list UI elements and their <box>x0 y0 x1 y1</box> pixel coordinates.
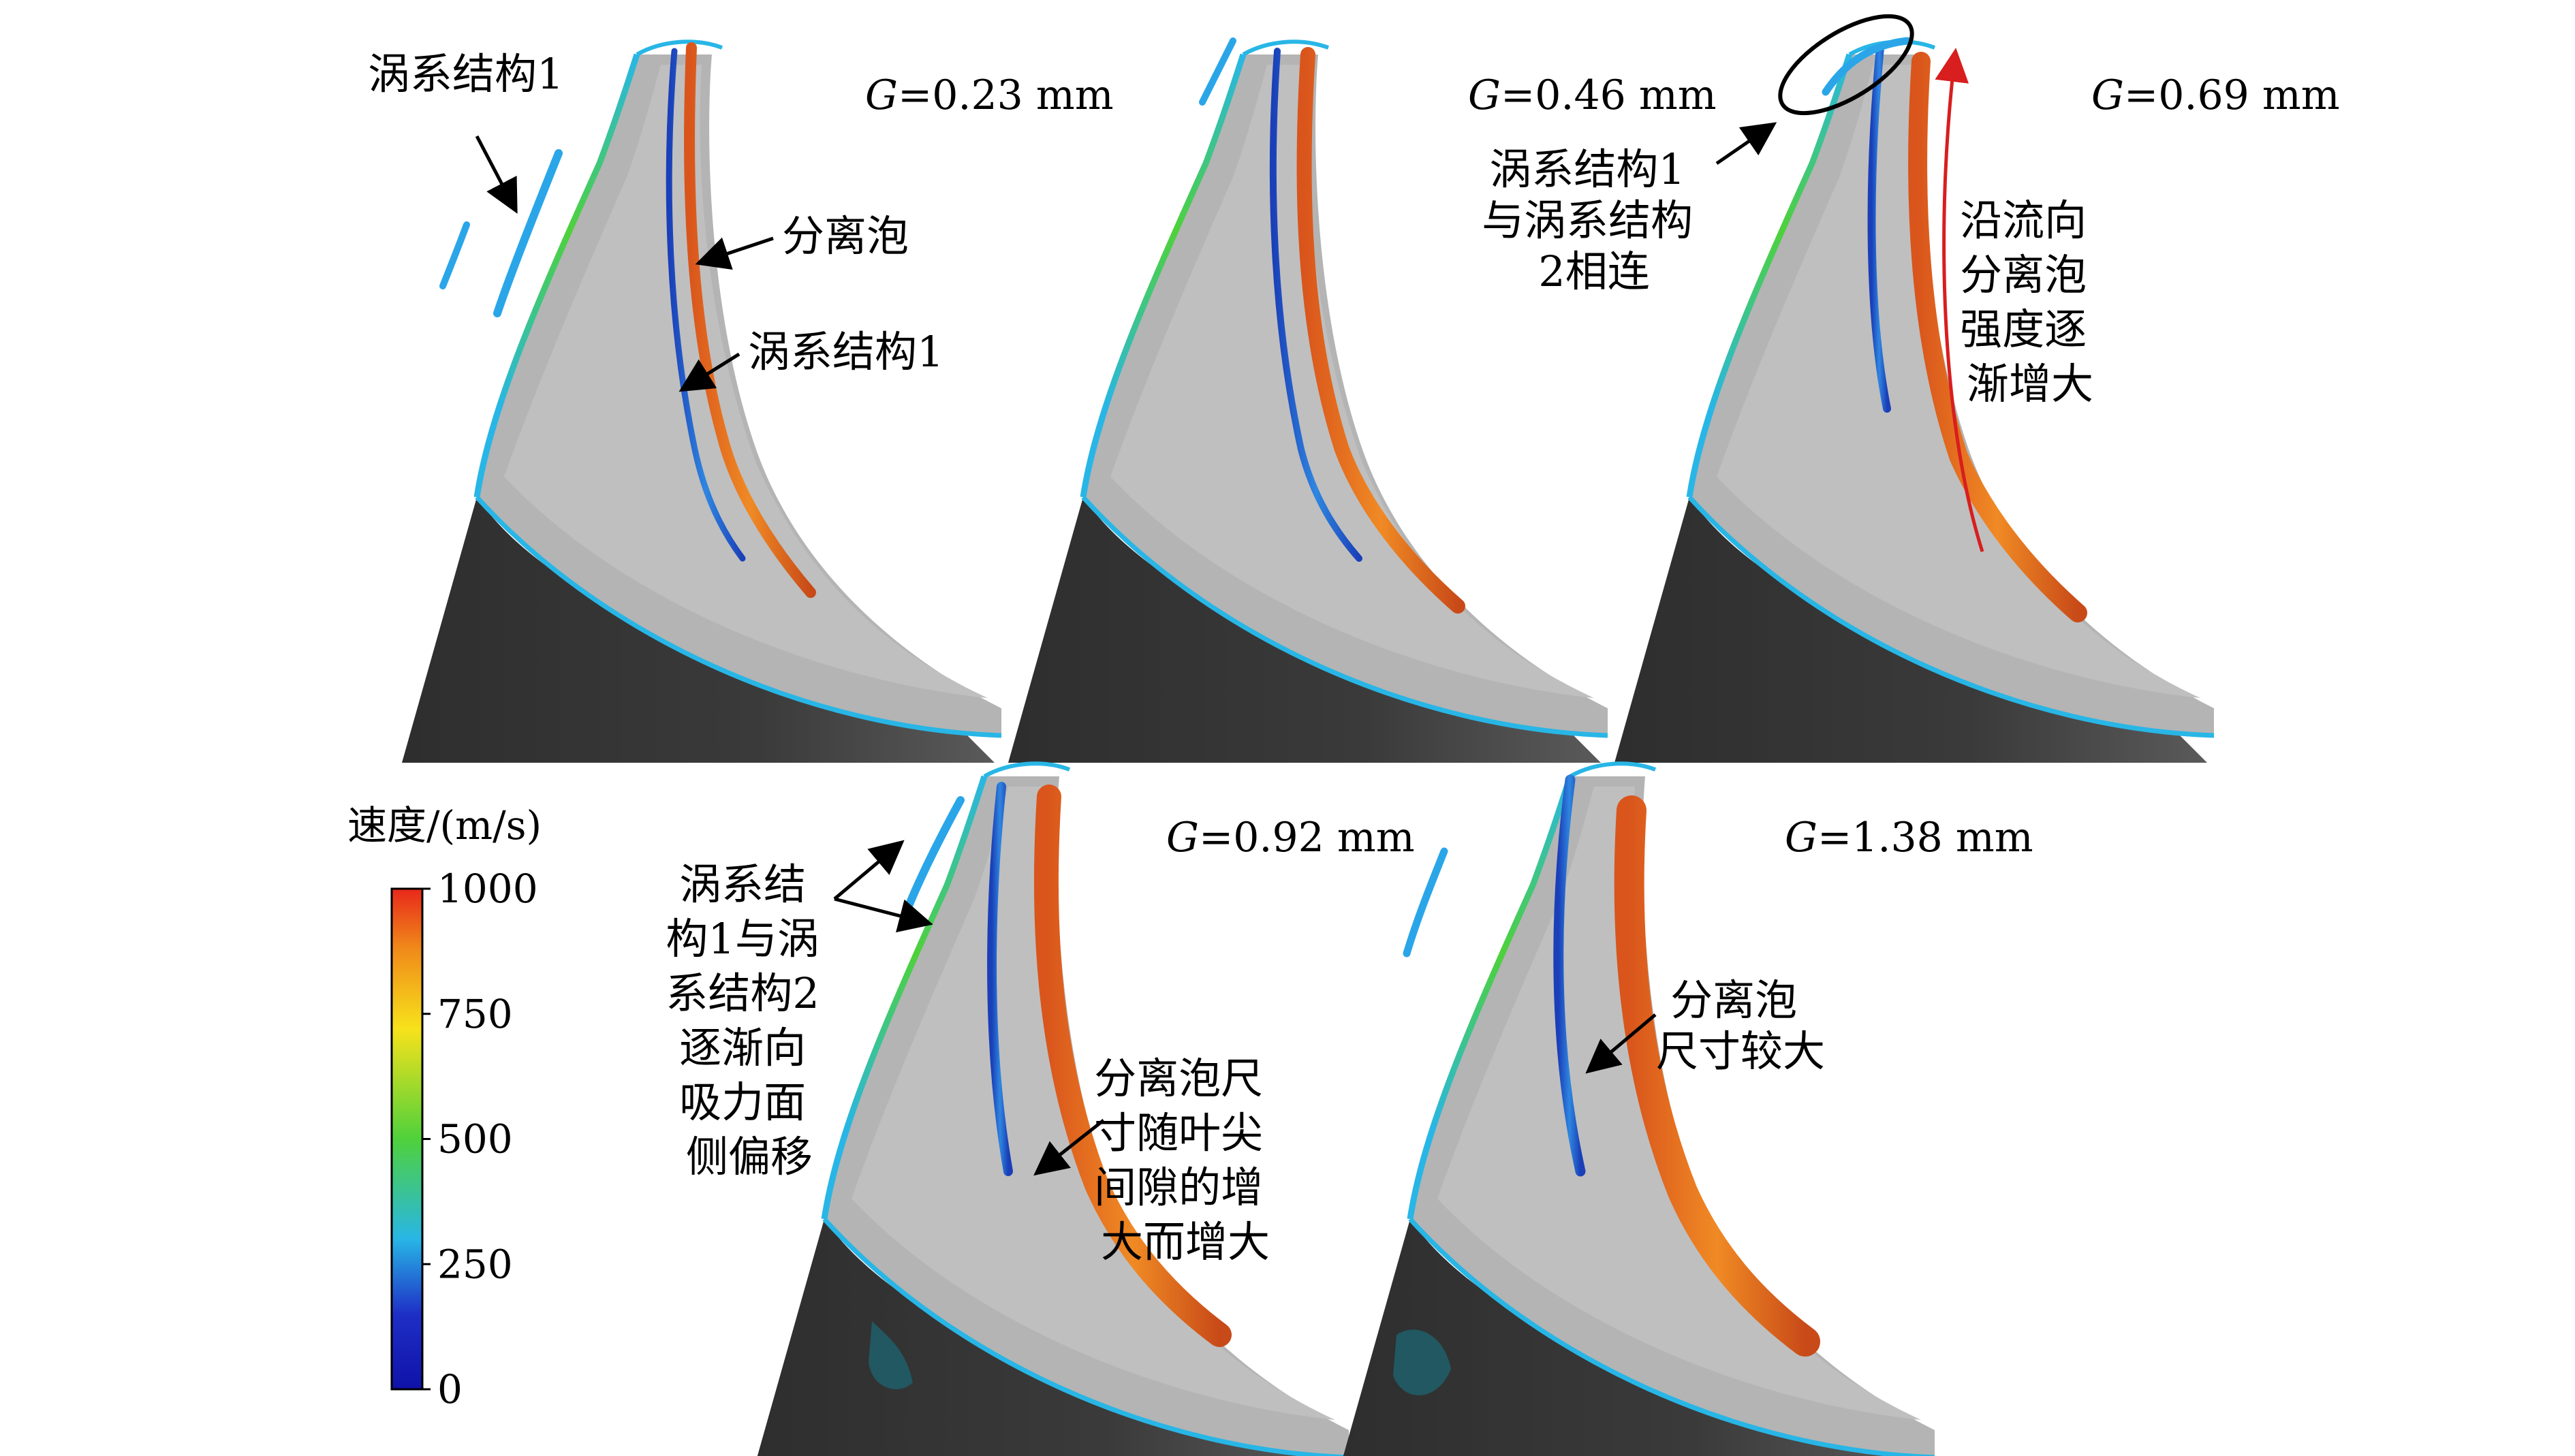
vortex-structure-outer-2 <box>439 221 470 289</box>
separation-bubble <box>1614 795 1820 1357</box>
panel-g092 <box>749 763 1349 1456</box>
anno-connect: 涡系结构1 与涡系结构 2相连 <box>1482 144 1706 296</box>
panel-g069 <box>1614 14 2214 763</box>
arrow-bubble-large <box>1585 1013 1657 1074</box>
arrow-bubble-size <box>1033 1119 1105 1176</box>
legend-tick-label: 1000 <box>437 866 538 912</box>
flow-direction-arrow <box>1935 48 1984 552</box>
anno-bubble-large: 分离泡 尺寸较大 <box>1656 975 1825 1076</box>
g-label-092: G=0.92 mm <box>1166 814 1415 861</box>
legend-tick-label: 0 <box>437 1366 463 1412</box>
legend-tick-label: 500 <box>437 1116 513 1162</box>
legend-tick-label: 250 <box>437 1241 513 1287</box>
vortex-structure <box>1553 774 1586 1177</box>
vortex-structure-outer <box>493 149 563 317</box>
arrow-bubble <box>695 236 774 270</box>
g-label-023: G=0.23 mm <box>865 72 1114 119</box>
vortex-structure <box>1269 48 1362 562</box>
vortex-structure <box>987 782 1013 1176</box>
anno-vortex-inner: 涡系结构1 <box>748 327 943 377</box>
vortex-structure-outer <box>1403 847 1448 958</box>
anno-bubble: 分离泡 <box>782 211 909 261</box>
separation-bubble <box>1296 47 1465 614</box>
legend: 速度/(m/s) 1000 750 500 250 0 <box>347 802 542 1412</box>
vortex-connected-tip <box>1822 37 1911 96</box>
g-label-138: G=1.38 mm <box>1785 814 2033 861</box>
legend-tick-label: 750 <box>437 991 513 1037</box>
anno-bubble-size: 分离泡尺 寸随叶尖 间隙的增 大而增大 <box>1094 1054 1277 1267</box>
arrow-vortex-inner <box>678 352 740 392</box>
arrow-shift-2 <box>834 897 933 933</box>
separation-bubble <box>1033 785 1232 1347</box>
arrow-vortex-outer <box>475 135 518 214</box>
legend-colorbar <box>390 887 424 1391</box>
legend-title: 速度/(m/s) <box>347 802 542 849</box>
arrow-shift-1 <box>833 840 905 900</box>
anno-flow-strength: 沿流向 分离泡 强度逐 渐增大 <box>1960 195 2100 409</box>
panel-g046 <box>1008 37 1608 763</box>
separation-bubble <box>1908 52 2087 622</box>
vortex-structure <box>1867 44 1891 413</box>
g-label-046: G=0.46 mm <box>1468 72 1717 119</box>
hub-vortex-patch <box>1393 1329 1451 1395</box>
g-label-069: G=0.69 mm <box>2091 72 2340 119</box>
arrow-connect <box>1715 122 1777 165</box>
panel-g023 <box>402 42 1001 763</box>
anno-shift: 涡系结 构1与涡 系结构2 逐渐向 吸力面 侧偏移 <box>666 859 832 1182</box>
anno-vortex-outer: 涡系结构1 <box>368 49 563 99</box>
vortex-structure-outer <box>1199 37 1236 106</box>
legend-ticks: 1000 750 500 250 0 <box>422 866 538 1412</box>
highlight-ellipse <box>1778 14 1914 116</box>
hub-vortex-patch <box>869 1321 913 1389</box>
panel-g138 <box>1335 763 1935 1456</box>
